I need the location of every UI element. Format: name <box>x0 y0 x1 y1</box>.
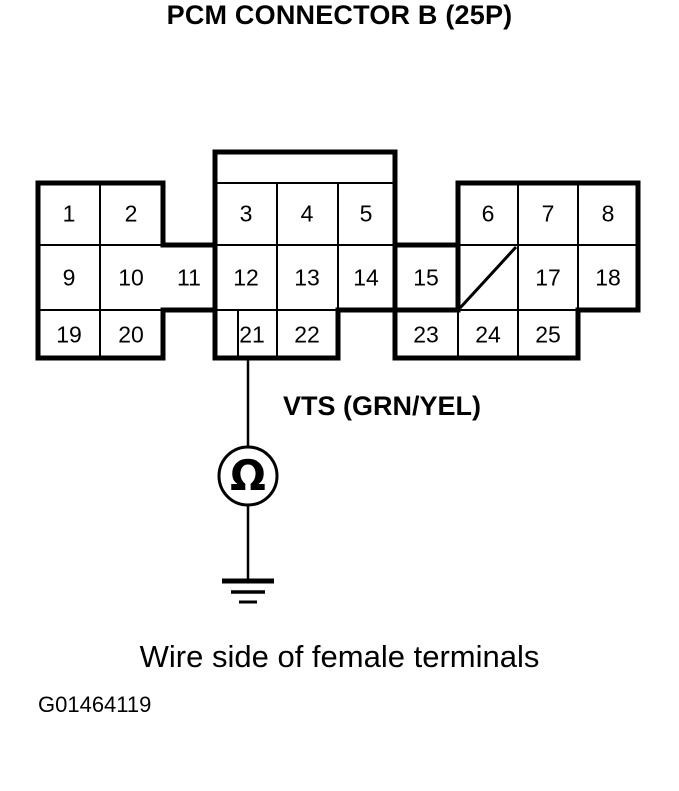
pin-number-13: 13 <box>294 264 320 291</box>
pin-number-5: 5 <box>359 200 373 227</box>
blank-terminal-16-slash <box>458 245 518 310</box>
pin-number-8: 8 <box>601 200 615 227</box>
diagram-caption: Wire side of female terminals <box>139 639 540 674</box>
pin-number-17: 17 <box>535 264 561 291</box>
pin-number-1: 1 <box>62 200 76 227</box>
pin-number-6: 6 <box>481 200 495 227</box>
pin-number-23: 23 <box>413 321 439 348</box>
pin-number-10: 10 <box>118 264 144 291</box>
pin-number-19: 19 <box>56 321 82 348</box>
pin-number-18: 18 <box>595 264 621 291</box>
pin-number-22: 22 <box>294 321 320 348</box>
pin-number-3: 3 <box>239 200 253 227</box>
page-title: PCM CONNECTOR B (25P) <box>166 0 513 30</box>
pin-number-7: 7 <box>541 200 555 227</box>
pin-number-14: 14 <box>353 264 379 291</box>
pin-number-25: 25 <box>535 321 561 348</box>
pin-number-4: 4 <box>300 200 314 227</box>
pin-number-2: 2 <box>124 200 138 227</box>
pin-number-9: 9 <box>62 264 76 291</box>
wire-label-vts: VTS (GRN/YEL) <box>283 391 482 421</box>
figure-id-label: G01464119 <box>38 692 152 717</box>
pin-number-11: 11 <box>177 264 201 291</box>
ground-symbol <box>222 578 274 604</box>
pin-number-20: 20 <box>118 321 144 348</box>
pin-number-15: 15 <box>413 264 439 291</box>
pin-number-24: 24 <box>475 321 501 348</box>
ohmmeter-omega-icon: Ω <box>230 451 266 500</box>
pin-number-12: 12 <box>233 264 259 291</box>
pin-number-21: 21 <box>239 321 265 348</box>
